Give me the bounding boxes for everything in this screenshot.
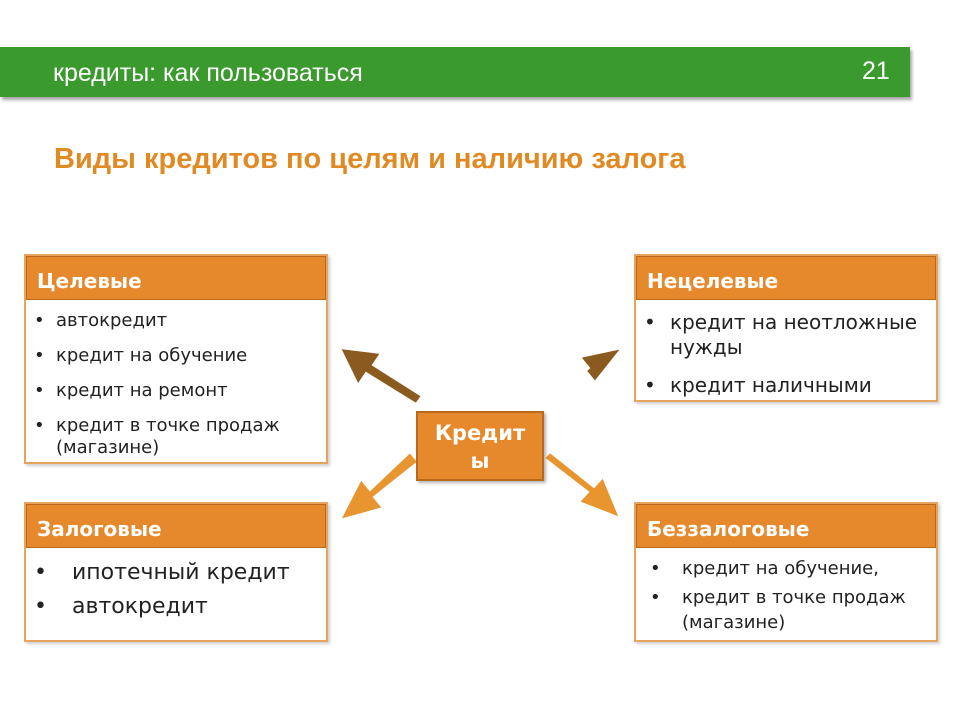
list-item: кредит на ремонт [34, 380, 326, 402]
arrow-to-targeted [338, 346, 424, 406]
list-item: ипотечный кредит [34, 558, 326, 588]
box-targeted-title: Целевые [26, 256, 326, 300]
box-non-targeted-list: кредит на неотложные нужды кредит наличн… [636, 300, 936, 398]
center-label: Кредиты [434, 421, 526, 473]
arrow-to-non-targeted [539, 346, 625, 410]
box-unsecured-title: Беззалоговые [636, 504, 936, 548]
list-item: кредит на неотложные нужды [644, 310, 936, 360]
box-secured-title: Залоговые [26, 504, 326, 548]
header-title: кредиты: как пользоваться [53, 59, 363, 87]
arrow-to-secured [338, 450, 420, 522]
list-item: кредит в точке продаж (магазине) [34, 415, 326, 459]
box-targeted: Целевые автокредит кредит на обучение кр… [24, 254, 328, 464]
box-targeted-list: автокредит кредит на обучение кредит на … [26, 300, 326, 459]
box-non-targeted-title: Нецелевые [636, 256, 936, 300]
page-title: Виды кредитов по целям и наличию залога [54, 143, 686, 175]
list-item: кредит наличными [644, 373, 936, 398]
list-item: кредит на обучение [34, 345, 326, 367]
box-unsecured-list: кредит на обучение, кредит в точке прода… [636, 548, 936, 635]
center-node: Кредиты [416, 411, 544, 481]
header-bar [0, 47, 910, 97]
slide-number: 21 [862, 57, 890, 85]
list-item: кредит в точке продаж (магазине) [650, 585, 936, 635]
box-secured: Залоговые ипотечный кредит автокредит [24, 502, 328, 642]
arrow-to-unsecured [542, 450, 622, 520]
list-item: кредит на обучение, [650, 556, 936, 581]
list-item: автокредит [34, 592, 326, 622]
list-item: автокредит [34, 310, 326, 332]
box-secured-list: ипотечный кредит автокредит [26, 548, 326, 622]
box-non-targeted: Нецелевые кредит на неотложные нужды кре… [634, 254, 938, 402]
box-unsecured: Беззалоговые кредит на обучение, кредит … [634, 502, 938, 642]
